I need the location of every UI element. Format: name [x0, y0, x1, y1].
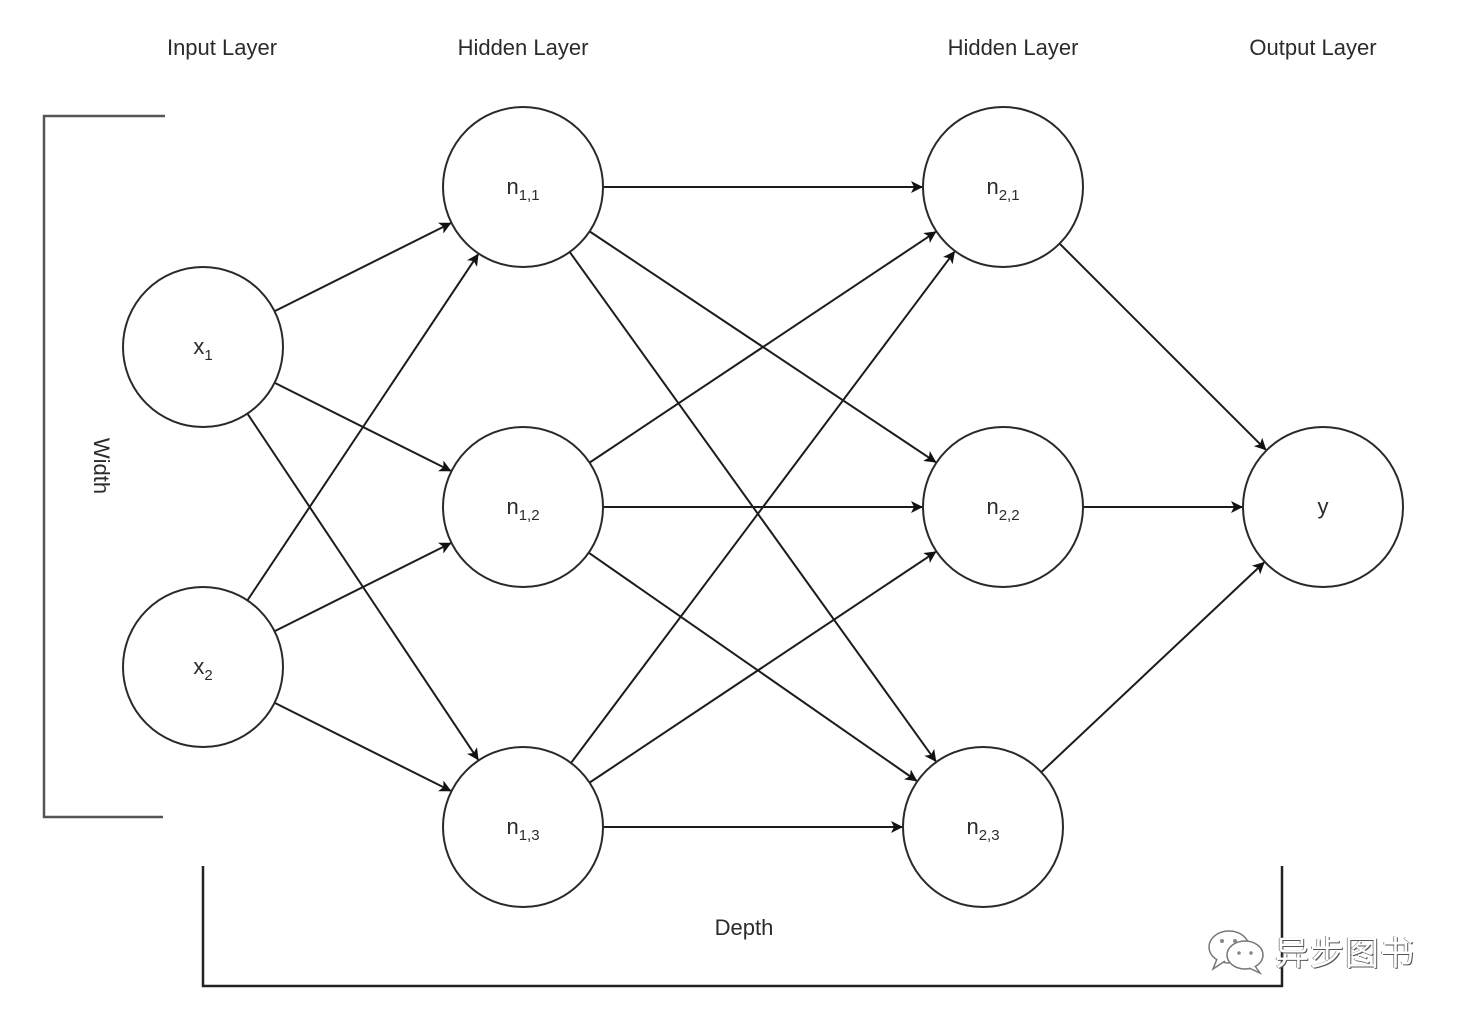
edge-x2-n13 [274, 701, 452, 792]
node-circle [1242, 426, 1404, 588]
node-circle [922, 106, 1084, 268]
node-label: x2 [193, 654, 212, 684]
edges [246, 181, 1267, 833]
width-bracket [42, 114, 165, 819]
node-y: y [1242, 426, 1404, 588]
node-circle [922, 426, 1084, 588]
watermark-text: 异步图书 [1275, 934, 1415, 974]
node-label: x1 [193, 334, 212, 364]
node-circle [902, 746, 1064, 908]
edge-n13-n22 [589, 551, 937, 784]
node-circle [442, 106, 604, 268]
node-n21: n2,1 [922, 106, 1084, 268]
node-circle [442, 426, 604, 588]
node-n12: n1,2 [442, 426, 604, 588]
node-label: n1,1 [506, 174, 539, 204]
layer-label-output: Output Layer [1249, 35, 1376, 60]
nodes: x1 x2 n1,1 n1,2 n1,3 n2,1 n2,2 n2,3 y [122, 106, 1404, 908]
node-n11: n1,1 [442, 106, 604, 268]
edge-x1-n11 [274, 222, 452, 313]
depth-label: Depth [715, 915, 774, 940]
node-n13: n1,3 [442, 746, 604, 908]
node-circle [122, 266, 284, 428]
layer-label-input: Input Layer [167, 35, 277, 60]
edge-n12-n23 [588, 551, 918, 782]
node-label: n2,3 [966, 814, 999, 844]
node-x1: x1 [122, 266, 284, 428]
node-n22: n2,2 [922, 426, 1084, 588]
width-label: Width [89, 438, 114, 494]
edge-x2-n11 [246, 253, 479, 601]
node-x2: x2 [122, 586, 284, 748]
node-label: n2,2 [986, 494, 1019, 524]
node-label: y [1318, 494, 1329, 519]
node-circle [442, 746, 604, 908]
wechat-icon [1208, 929, 1264, 975]
edge-x2-n12 [274, 542, 452, 633]
node-label: n2,1 [986, 174, 1019, 204]
edge-n21-y [1058, 242, 1267, 451]
node-circle [122, 586, 284, 748]
edge-n23-y [1040, 561, 1265, 773]
watermark: 异步图书 [1205, 926, 1415, 975]
depth-bracket [201, 866, 1284, 988]
node-label: n1,2 [506, 494, 539, 524]
node-label: n1,3 [506, 814, 539, 844]
layer-label-hidden-2: Hidden Layer [948, 35, 1079, 60]
layer-label-hidden-1: Hidden Layer [458, 35, 589, 60]
edge-n13-n21 [570, 251, 956, 764]
node-n23: n2,3 [902, 746, 1064, 908]
edge-n12-n21 [589, 231, 937, 464]
